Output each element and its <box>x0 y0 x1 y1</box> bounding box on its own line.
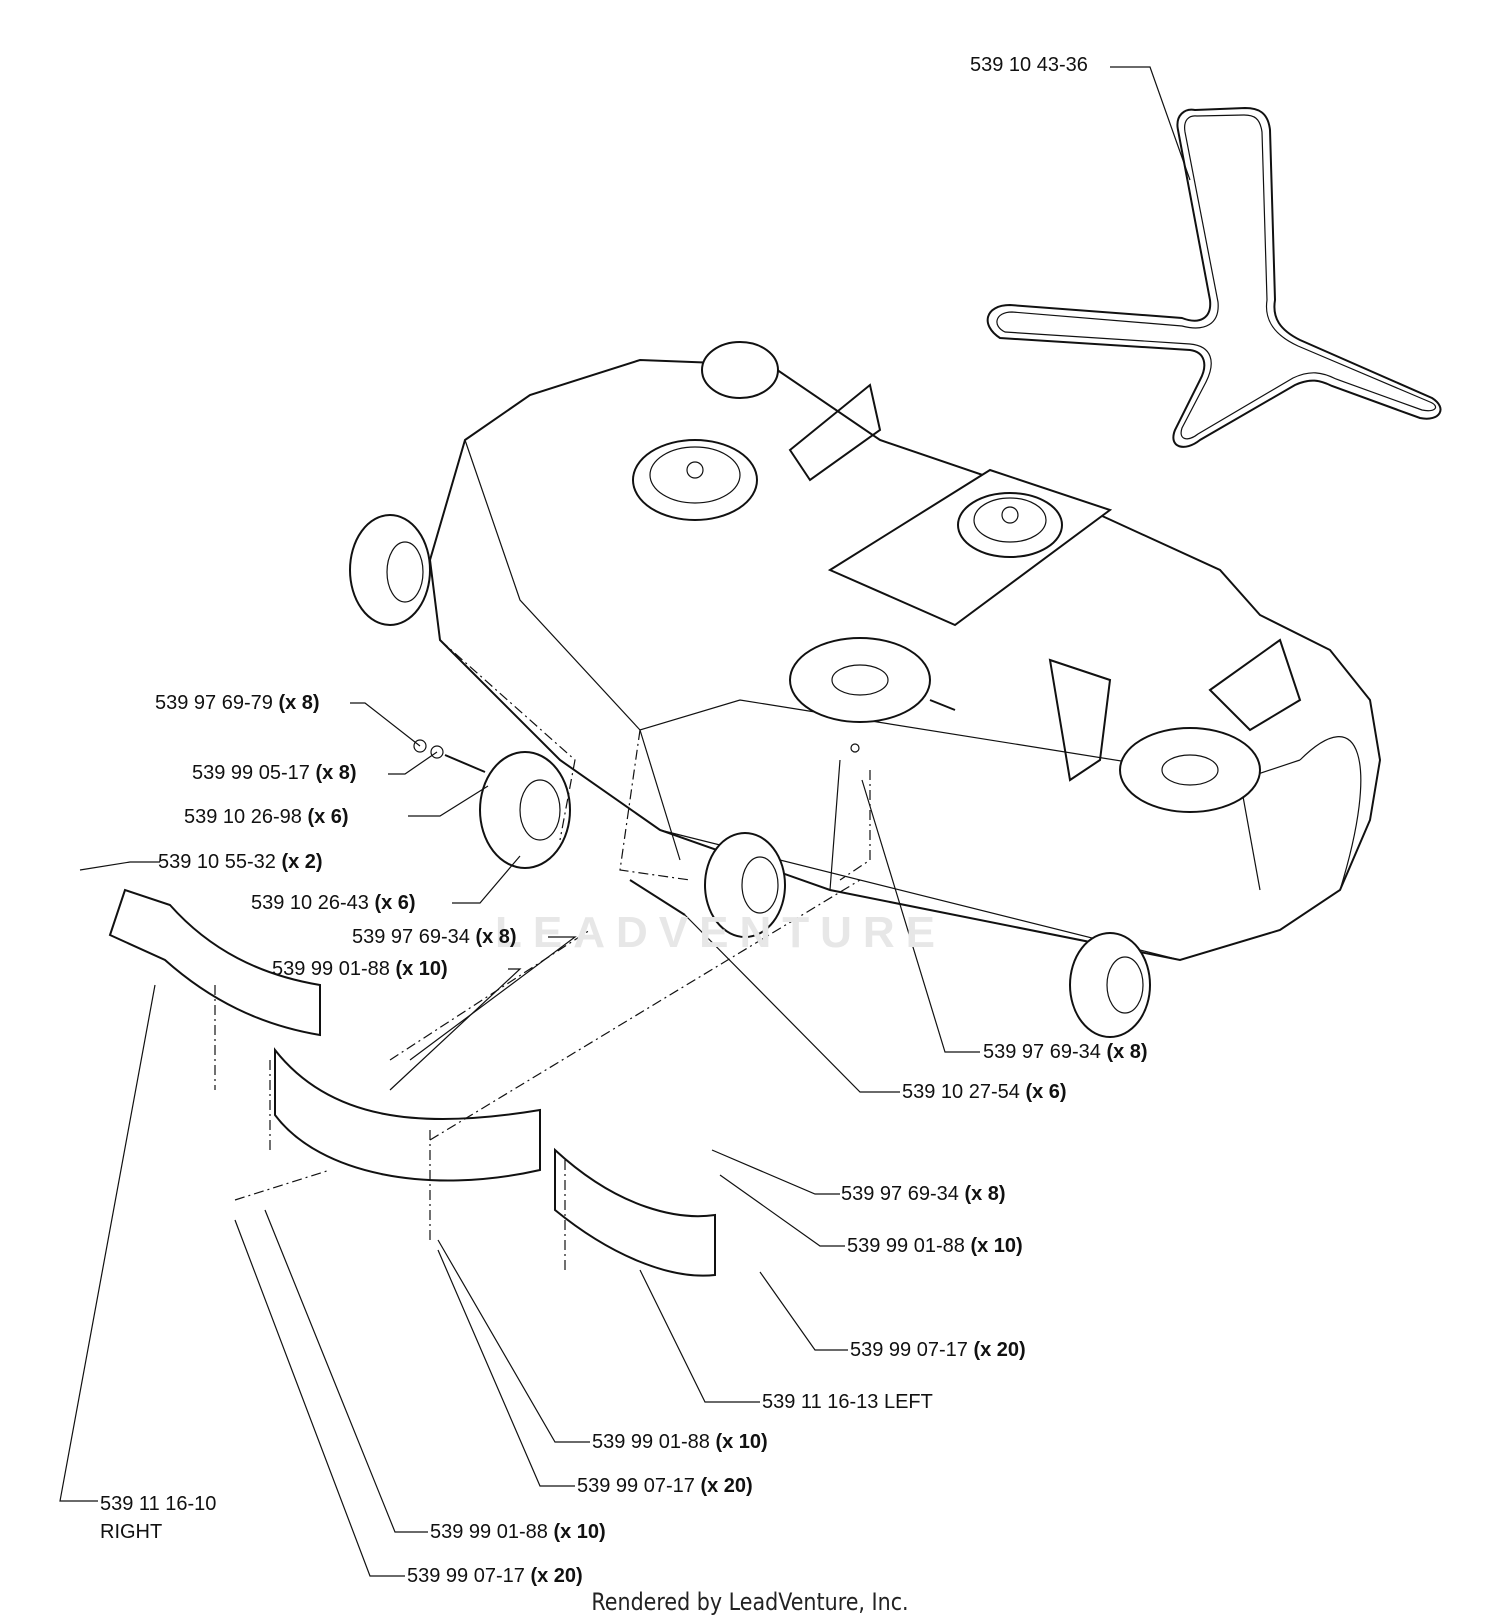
callout-qty: (x 8) <box>475 926 517 948</box>
callout-9: 539 10 27-54 (x 6) <box>902 1081 1067 1103</box>
callout-qty: (x 10) <box>395 958 448 980</box>
callout-qty: (x 10) <box>553 1521 606 1543</box>
callout-8: 539 97 69-34 (x 8) <box>983 1041 1148 1063</box>
callout-part: 539 10 26-43 <box>251 892 369 914</box>
callout-qty: (x 20) <box>700 1475 753 1497</box>
drive-belt <box>986 106 1442 448</box>
deck-wheels <box>349 341 1151 1038</box>
callout-2: 539 99 05-17 (x 8) <box>192 762 357 784</box>
callout-part: 539 11 16-10 <box>100 1493 217 1515</box>
callout-16: 539 11 16-10 RIGHT <box>100 1490 216 1546</box>
callout-12: 539 99 07-17 (x 20) <box>850 1339 1026 1361</box>
callout-part: 539 97 69-34 <box>352 926 470 948</box>
callout-4: 539 10 55-32 (x 2) <box>158 851 323 873</box>
callout-part: 539 97 69-34 <box>983 1041 1101 1063</box>
callout-5: 539 10 26-43 (x 6) <box>251 892 416 914</box>
callout-part: 539 99 01-88 <box>430 1521 548 1543</box>
callout-qty: (x 10) <box>970 1235 1023 1257</box>
callout-part: 539 99 07-17 <box>577 1475 695 1497</box>
callout-qty: (x 8) <box>964 1183 1006 1205</box>
callout-part: 539 10 55-32 <box>158 851 276 873</box>
callout-part: 539 99 01-88 <box>592 1431 710 1453</box>
hardware-fasteners <box>413 699 956 916</box>
callout-qty: (x 10) <box>715 1431 768 1453</box>
callout-qty: (x 8) <box>1106 1041 1148 1063</box>
callout-qty: (x 8) <box>278 692 320 714</box>
baffle-left <box>554 1147 716 1277</box>
callout-qty: (x 6) <box>1025 1081 1067 1103</box>
baffle-center <box>274 1047 541 1182</box>
callout-13: 539 11 16-13 LEFT <box>762 1391 933 1413</box>
callout-part: 539 99 05-17 <box>192 762 310 784</box>
callout-qty: (x 6) <box>374 892 416 914</box>
callout-part: 539 10 26-98 <box>184 806 302 828</box>
callout-10: 539 97 69-34 (x 8) <box>841 1183 1006 1205</box>
callout-7: 539 99 01-88 (x 10) <box>272 958 448 980</box>
mower-deck <box>428 358 1382 962</box>
callout-3: 539 10 26-98 (x 6) <box>184 806 349 828</box>
callout-qty: (x 20) <box>973 1339 1026 1361</box>
callout-part: 539 99 07-17 <box>407 1565 525 1587</box>
callout-part: 539 97 69-79 <box>155 692 273 714</box>
watermark: LEADVENTURE <box>495 908 947 957</box>
assembly-lines <box>214 639 871 1270</box>
callout-part: 539 97 69-34 <box>841 1183 959 1205</box>
callout-15: 539 99 07-17 (x 20) <box>577 1475 753 1497</box>
callout-qty: (x 6) <box>307 806 349 828</box>
callout-part: 539 99 01-88 <box>272 958 390 980</box>
callout-qty: (x 20) <box>530 1565 583 1587</box>
callout-17: 539 99 01-88 (x 10) <box>430 1521 606 1543</box>
callout-qty: RIGHT <box>100 1521 163 1543</box>
callout-part: 539 10 43-36 <box>970 54 1088 76</box>
callout-1: 539 97 69-79 (x 8) <box>155 692 320 714</box>
callout-part: 539 99 07-17 <box>850 1339 968 1361</box>
callout-11: 539 99 01-88 (x 10) <box>847 1235 1023 1257</box>
callout-qty: (x 8) <box>315 762 357 784</box>
callout-part: 539 99 01-88 <box>847 1235 965 1257</box>
callout-18: 539 99 07-17 (x 20) <box>407 1565 583 1587</box>
callout-part: 539 11 16-13 LEFT <box>762 1391 933 1413</box>
callout-qty: (x 2) <box>281 851 323 873</box>
baffle-right <box>108 888 321 1037</box>
callout-belt: 539 10 43-36 <box>970 54 1088 76</box>
callout-6: 539 97 69-34 (x 8) <box>352 926 517 948</box>
callout-part: 539 10 27-54 <box>902 1081 1020 1103</box>
leader-lines <box>59 66 1191 1577</box>
footer-credit: Rendered by LeadVenture, Inc. <box>591 1588 909 1616</box>
callout-14: 539 99 01-88 (x 10) <box>592 1431 768 1453</box>
